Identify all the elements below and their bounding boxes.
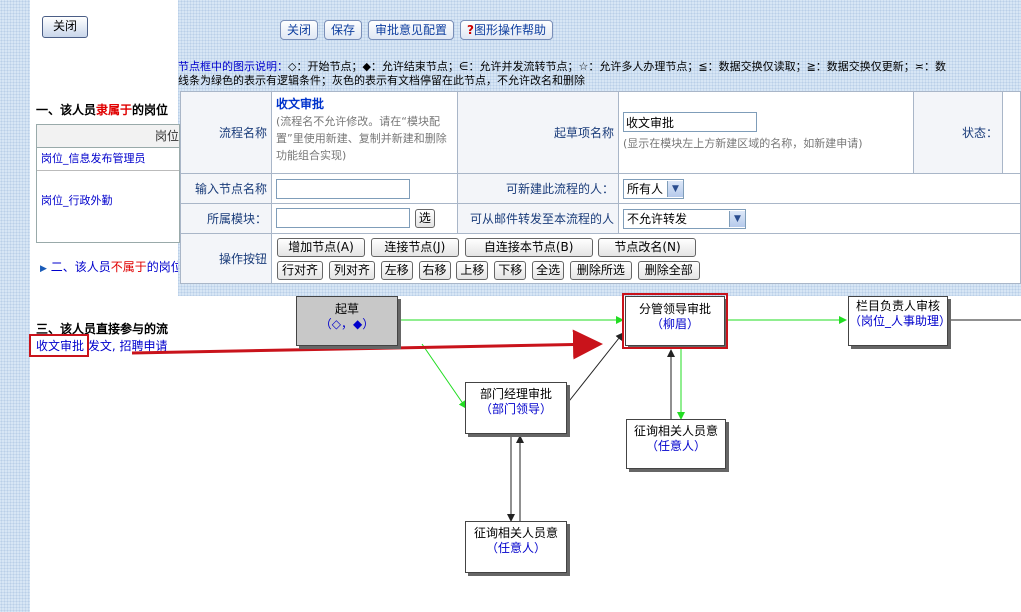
input-node-field[interactable]	[276, 178, 410, 199]
node-title: 起草	[334, 302, 359, 316]
sec2-text-b: 的岗位	[146, 260, 178, 274]
draft-name-input[interactable]	[623, 112, 757, 132]
node-sub: （任意人）	[645, 439, 706, 453]
module-select-button[interactable]: 选	[414, 209, 435, 228]
node-title: 征询相关人员意	[633, 424, 718, 438]
position-row-admin-field[interactable]: 岗位_行政外勤	[41, 194, 113, 207]
node-consult-bottom[interactable]: 征询相关人员意 （任意人）	[465, 521, 567, 573]
node-start[interactable]: 起草 （◇，◆）	[296, 296, 398, 346]
expand-triangle-icon: ▶	[40, 264, 47, 274]
legend-symbols: ◇：开始节点；◆：允许结束节点；∈：允许并发流转节点；☆：允许多人办理节点；≦：…	[288, 60, 947, 73]
can-create-select[interactable]: 所有人▼	[623, 178, 685, 199]
help-label: 图形操作帮助	[474, 23, 547, 37]
add-node-button[interactable]: 增加节点(A)	[277, 237, 365, 257]
legend-lead: 节点框中的图示说明：	[178, 60, 288, 73]
ops-row2: 行对齐 列对齐 左移 右移 上移 下移 全选 删除所选 删除全部	[276, 259, 1016, 282]
section-participates-heading: 三、该人员直接参与的流	[36, 322, 169, 336]
node-title: 栏目负责人审核	[855, 299, 940, 313]
move-right-button[interactable]: 右移	[418, 260, 451, 280]
node-dept-manager[interactable]: 部门经理审批 （部门领导）	[465, 382, 567, 434]
node-title: 部门经理审批	[479, 387, 552, 401]
left-gutter	[0, 0, 30, 612]
node-title: 征询相关人员意	[473, 526, 558, 540]
ops-cell: 增加节点(A) 连接节点(J) 自连接本节点(B) 节点改名(N) 行对齐 列对…	[271, 233, 1021, 284]
flow-link-receive[interactable]: 收文审批	[36, 339, 85, 353]
align-column-button[interactable]: 列对齐	[328, 260, 375, 280]
sec1-text-red: 隶属于	[96, 103, 133, 117]
delete-all-button[interactable]: 删除全部	[637, 260, 700, 280]
section-not-belongs-link[interactable]: ▶ 二、该人员不属于的岗位	[40, 258, 178, 275]
edge-dept-to-leader	[565, 332, 624, 406]
can-create-label: 可新建此流程的人：	[457, 173, 619, 204]
node-sub: （任意人）	[485, 541, 546, 555]
module-cell: 选	[271, 203, 458, 234]
rename-node-button[interactable]: 节点改名(N)	[598, 237, 697, 257]
link-separator: ,	[111, 339, 116, 353]
flow-links: 收文审批 发文, 招聘申请	[36, 337, 168, 354]
sec2-text-red: 不属于	[110, 260, 147, 274]
top-toolbar: 关闭 保存 审批意见配置 ?图形操作帮助	[280, 20, 554, 40]
node-title: 分管领导审批	[638, 302, 711, 316]
edge-start-to-dept	[421, 343, 467, 409]
node-sub: （岗位_人事助理）	[849, 314, 952, 328]
sec1-text-b: 的岗位	[132, 103, 169, 117]
flow-link-dispatch[interactable]: 发文	[87, 339, 112, 353]
flow-name-note: (流程名不允许修改。请在“模块配置”里使用新建、复制并新建和删除功能组合实现)	[276, 115, 447, 162]
chevron-down-icon: ▼	[729, 210, 745, 227]
toolbar-approval-config-button[interactable]: 审批意见配置	[368, 20, 455, 40]
node-consult-mid[interactable]: 征询相关人员意 （任意人）	[626, 419, 726, 469]
draft-name-label: 起草项名称	[457, 91, 619, 174]
node-sub: （部门领导）	[479, 402, 552, 416]
ops-row1: 增加节点(A) 连接节点(J) 自连接本节点(B) 节点改名(N)	[276, 236, 1016, 259]
draft-name-note: (显示在模块左上方新建区域的名称，如新建申请)	[623, 137, 863, 150]
flow-settings-form: 流程名称 收文审批 (流程名不允许修改。请在“模块配置”里使用新建、复制并新建和…	[180, 91, 1021, 284]
draft-name-cell: (显示在模块左上方新建区域的名称，如新建申请)	[618, 91, 914, 174]
chevron-down-icon: ▼	[667, 180, 684, 197]
position-row-info-admin[interactable]: 岗位_信息发布管理员	[37, 148, 179, 171]
forward-label: 可从邮件转发至本流程的人	[457, 203, 619, 234]
node-leader-approval[interactable]: 分管领导审批 （柳眉）	[622, 293, 728, 349]
highlight-box-receive-link	[29, 334, 89, 357]
annotation-arrow	[131, 329, 603, 360]
position-table: 岗位 岗位_信息发布管理员 岗位_行政外勤	[36, 124, 180, 243]
self-connect-button[interactable]: 自连接本节点(B)	[464, 237, 593, 257]
move-up-button[interactable]: 上移	[456, 260, 489, 280]
select-all-button[interactable]: 全选	[532, 260, 565, 280]
section-belongs-heading: 一、该人员隶属于的岗位	[36, 101, 178, 118]
legend: 节点框中的图示说明：◇：开始节点；◆：允许结束节点；∈：允许并发流转节点；☆：允…	[178, 60, 1021, 88]
node-sub: （柳眉）	[650, 317, 699, 331]
flow-link-recruit[interactable]: 招聘申请	[119, 339, 168, 353]
toolbar-save-button[interactable]: 保存	[324, 20, 363, 40]
flow-name-value: 收文审批	[276, 97, 325, 111]
toolbar-close-button[interactable]: 关闭	[280, 20, 319, 40]
delete-selected-button[interactable]: 删除所选	[569, 260, 632, 280]
connect-node-button[interactable]: 连接节点(J)	[370, 237, 459, 257]
status-label: 状态：	[913, 91, 1003, 174]
sec1-text-a: 一、该人员	[36, 103, 97, 117]
forward-select[interactable]: 不允许转发 ▼	[623, 208, 746, 229]
can-create-value: 所有人	[627, 182, 664, 196]
toolbar-help-button[interactable]: ?图形操作帮助	[460, 20, 554, 40]
forward-value: 不允许转发	[627, 212, 688, 226]
can-create-cell: 所有人▼	[618, 173, 1021, 204]
legend-line1: 节点框中的图示说明：◇：开始节点；◆：允许结束节点；∈：允许并发流转节点；☆：允…	[178, 60, 1021, 74]
move-left-button[interactable]: 左移	[380, 260, 413, 280]
node-sub: （◇，◆）	[319, 317, 375, 331]
help-icon: ?	[467, 23, 475, 37]
left-panel	[0, 0, 178, 612]
legend-line2: 线条为绿色的表示有逻辑条件；灰色的表示有文档停留在此节点，不允许改名和删除	[178, 74, 585, 87]
move-down-button[interactable]: 下移	[494, 260, 527, 280]
close-button[interactable]: 关闭	[42, 16, 88, 38]
flow-name-label: 流程名称	[180, 91, 272, 174]
align-row-button[interactable]: 行对齐	[277, 260, 324, 280]
node-column-review[interactable]: 栏目负责人审核 （岗位_人事助理）	[848, 296, 952, 346]
module-input[interactable]	[276, 208, 410, 228]
position-table-header: 岗位	[37, 125, 179, 148]
flow-name-cell: 收文审批 (流程名不允许修改。请在“模块配置”里使用新建、复制并新建和删除功能组…	[271, 91, 458, 174]
sec2-text-a: 二、该人员	[50, 260, 111, 274]
